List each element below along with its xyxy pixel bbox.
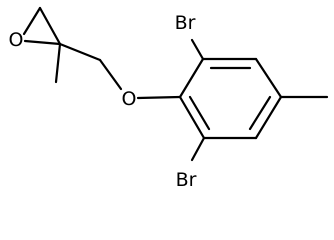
- benzene-ring: [178, 57, 283, 140]
- ring-double-bond-right: [248, 95, 272, 131]
- bromine-bottom-label: Br: [176, 169, 197, 191]
- bond-ring-to-br-bottom: [190, 136, 206, 162]
- bond-ch2-to-ether-o: [98, 58, 123, 91]
- bond-epoxide-o-to-ch2: [22, 6, 42, 36]
- ring-bond-c3-c4: [254, 57, 283, 99]
- molecule-diagram: O O Br Br: [9, 6, 329, 191]
- epoxide-oxygen-label: O: [9, 29, 24, 51]
- bromine-top-label: Br: [175, 12, 196, 34]
- ring-bond-c6-c1: [178, 95, 206, 140]
- ether-oxygen-label: O: [122, 88, 137, 110]
- bond-ring-to-br-top: [190, 38, 205, 61]
- bond-ether-o-to-ring: [136, 95, 182, 100]
- bond-epoxide-o-to-c: [23, 39, 62, 46]
- bond-epoxide-ch2-to-c: [38, 6, 62, 46]
- epoxide-ring: [22, 6, 62, 46]
- bond-epoxide-methyl: [54, 42, 62, 84]
- ring-bond-c1-c2: [178, 57, 205, 99]
- ring-bond-c4-c5: [254, 95, 283, 140]
- ring-double-bond-left: [188, 95, 211, 131]
- bond-c-to-ch2: [58, 42, 102, 62]
